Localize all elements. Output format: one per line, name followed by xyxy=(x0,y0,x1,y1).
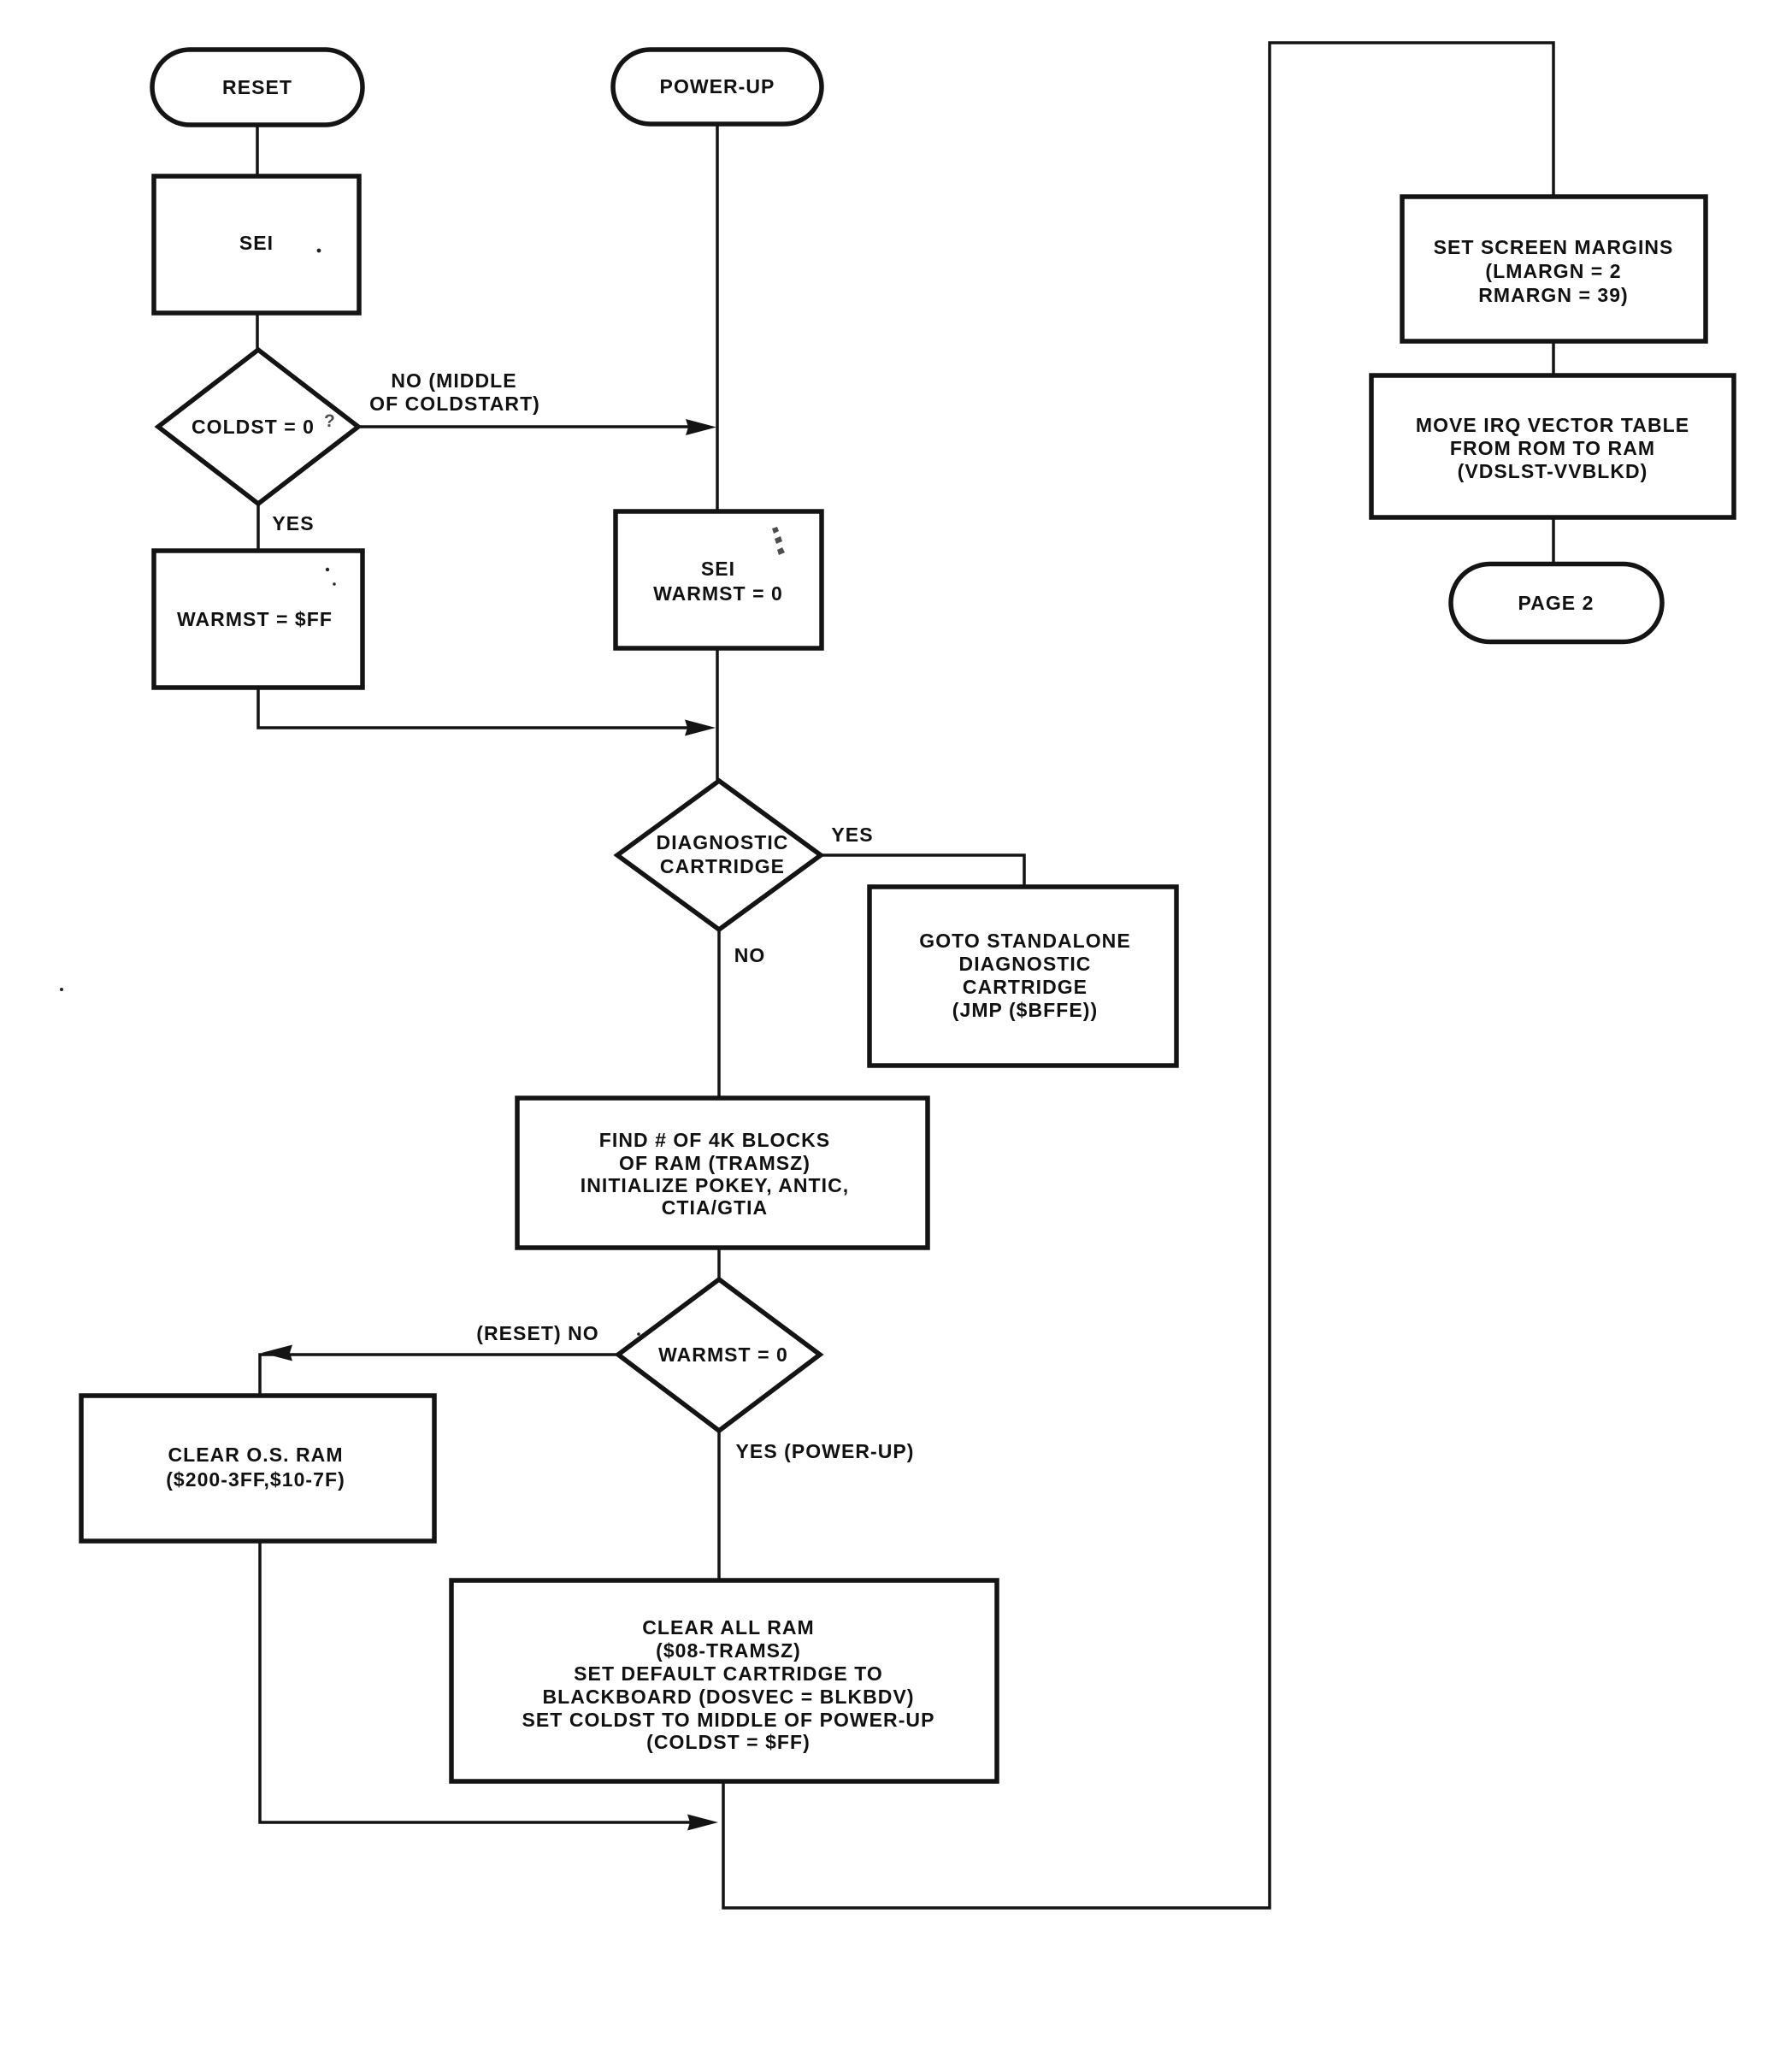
svg-text:FROM ROM TO RAM: FROM ROM TO RAM xyxy=(1450,437,1655,459)
svg-text:INITIALIZE POKEY, ANTIC,: INITIALIZE POKEY, ANTIC, xyxy=(581,1174,849,1196)
svg-text:($08-TRAMSZ): ($08-TRAMSZ) xyxy=(656,1639,801,1662)
svg-text:WARMST = $FF: WARMST = $FF xyxy=(177,608,333,630)
svg-text:SEI: SEI xyxy=(239,232,274,254)
svg-text:($200-3FF,$10-7F): ($200-3FF,$10-7F) xyxy=(166,1468,345,1491)
svg-text:DIAGNOSTIC: DIAGNOSTIC xyxy=(959,953,1092,975)
svg-text:CARTRIDGE: CARTRIDGE xyxy=(660,855,785,877)
svg-text:SET DEFAULT CARTRIDGE TO: SET DEFAULT CARTRIDGE TO xyxy=(574,1662,883,1685)
svg-text:WARMST = 0: WARMST = 0 xyxy=(653,582,783,605)
svg-text:(COLDST = $FF): (COLDST = $FF) xyxy=(646,1731,811,1753)
svg-text:YES: YES xyxy=(272,512,314,534)
svg-text:POWER-UP: POWER-UP xyxy=(660,75,775,97)
svg-text:YES: YES xyxy=(831,824,873,846)
svg-text:PAGE 2: PAGE 2 xyxy=(1518,592,1595,614)
svg-text:SET SCREEN MARGINS: SET SCREEN MARGINS xyxy=(1434,236,1674,258)
svg-text:RESET: RESET xyxy=(222,76,292,98)
svg-text:SET COLDST TO MIDDLE OF POWER-: SET COLDST TO MIDDLE OF POWER-UP xyxy=(522,1709,935,1731)
svg-text:MOVE IRQ VECTOR TABLE: MOVE IRQ VECTOR TABLE xyxy=(1416,414,1689,436)
svg-text:(VDSLST-VVBLKD): (VDSLST-VVBLKD) xyxy=(1458,460,1648,482)
svg-text:WARMST = 0: WARMST = 0 xyxy=(658,1343,788,1366)
svg-text:SEI: SEI xyxy=(701,558,735,580)
svg-text:CTIA/GTIA: CTIA/GTIA xyxy=(662,1196,768,1219)
svg-text:COLDST = 0: COLDST = 0 xyxy=(192,416,315,438)
svg-text:(JMP ($BFFE)): (JMP ($BFFE)) xyxy=(952,999,1098,1021)
svg-text:NO (MIDDLE: NO (MIDDLE xyxy=(391,369,516,392)
svg-text:CLEAR ALL RAM: CLEAR ALL RAM xyxy=(642,1616,814,1639)
svg-text:NO: NO xyxy=(734,944,766,966)
svg-text:OF COLDSTART): OF COLDSTART) xyxy=(369,393,540,415)
svg-text:?: ? xyxy=(324,411,336,431)
svg-text:FIND # OF 4K BLOCKS: FIND # OF 4K BLOCKS xyxy=(599,1129,830,1151)
svg-text:BLACKBOARD (DOSVEC = BLKBDV): BLACKBOARD (DOSVEC = BLKBDV) xyxy=(542,1686,914,1708)
svg-text:RMARGN = 39): RMARGN = 39) xyxy=(1478,284,1629,306)
svg-text:DIAGNOSTIC: DIAGNOSTIC xyxy=(657,831,789,853)
svg-text:(LMARGN = 2: (LMARGN = 2 xyxy=(1485,260,1621,282)
svg-text:YES (POWER-UP): YES (POWER-UP) xyxy=(736,1440,915,1462)
svg-text:CARTRIDGE: CARTRIDGE xyxy=(963,976,1088,998)
svg-text:(RESET) NO: (RESET) NO xyxy=(476,1322,598,1344)
svg-text:CLEAR O.S. RAM: CLEAR O.S. RAM xyxy=(168,1444,343,1466)
svg-text:OF RAM (TRAMSZ): OF RAM (TRAMSZ) xyxy=(619,1152,811,1174)
svg-text:GOTO STANDALONE: GOTO STANDALONE xyxy=(919,930,1130,952)
